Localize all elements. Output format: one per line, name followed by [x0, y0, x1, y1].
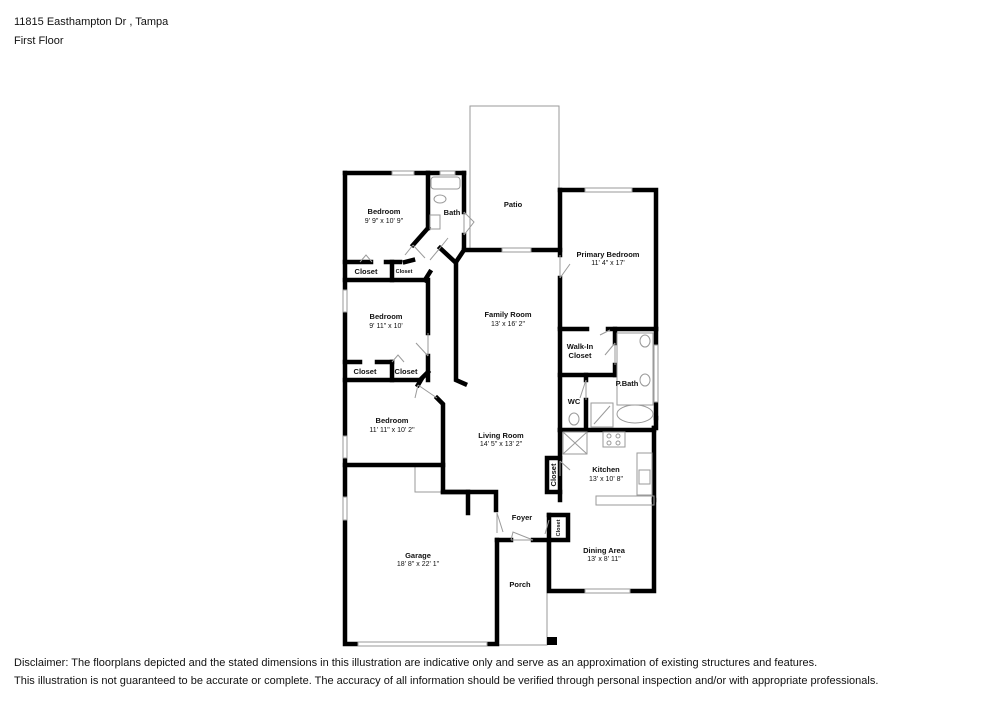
closet-c-name: Closet: [354, 367, 377, 376]
bedroom1-name: Bedroom: [368, 207, 401, 216]
porch-name: Porch: [509, 580, 531, 589]
bedroom3-name: Bedroom: [376, 416, 409, 425]
primary-bedroom-dims: 11' 4" x 17': [591, 260, 624, 267]
garage-step: [414, 465, 443, 493]
patio-outline: [469, 105, 560, 251]
walk-in-closet-line1: Walk-In: [567, 342, 594, 351]
kitchen-name: Kitchen: [592, 465, 620, 474]
primary-bedroom-name: Primary Bedroom: [577, 250, 640, 259]
disclaimer-line-2: This illustration is not guaranteed to b…: [14, 675, 879, 687]
bath-name: Bath: [444, 208, 461, 217]
sink-icon: [429, 214, 441, 230]
property-address: 11815 Easthampton Dr , Tampa: [14, 16, 169, 28]
garage-name: Garage: [405, 551, 431, 560]
closet-d-name: Closet: [395, 367, 418, 376]
porch-outline: [497, 540, 548, 646]
foyer-name: Foyer: [512, 513, 533, 522]
walk-in-closet-line2: Closet: [569, 351, 592, 360]
exterior-walls: [342, 170, 659, 647]
family-room-name: Family Room: [484, 310, 531, 319]
living-room-dims: 14' 5" x 13' 2": [480, 441, 523, 448]
shower-icon: [590, 402, 614, 428]
bedroom3-dims: 11' 11" x 10' 2": [369, 427, 415, 434]
bedroom2-name: Bedroom: [370, 312, 403, 321]
disclaimer-line-1: Disclaimer: The floorplans depicted and …: [14, 657, 818, 669]
interior-walls: [342, 224, 659, 543]
doors: [359, 211, 616, 541]
floor-label: First Floor: [14, 35, 64, 47]
kitchen-dims: 13' x 10' 8": [589, 476, 623, 483]
stove-icon: [602, 431, 626, 448]
island-icon: [595, 495, 655, 506]
counter-icon: [636, 452, 653, 496]
closet-e-name: Closet: [549, 463, 558, 486]
family-room-dims: 13' x 16' 2": [491, 321, 525, 328]
bathtub-icon: [430, 176, 461, 190]
dining-area-dims: 13' x 8' 11": [587, 556, 621, 563]
living-room-name: Living Room: [478, 431, 524, 440]
windows: [342, 170, 659, 647]
garage-dims: 18' 8" x 22' 1": [397, 561, 440, 568]
patio-name: Patio: [504, 200, 523, 209]
toilet-icon: [433, 194, 447, 204]
wc-name: WC: [568, 397, 581, 406]
closet-a-name: Closet: [355, 267, 378, 276]
bedroom2-dims: 9' 11" x 10': [369, 323, 402, 330]
closet-b-name: Closet: [396, 269, 413, 275]
fridge-icon: [562, 431, 588, 455]
tub-icon: [616, 404, 654, 424]
room-labels: Bedroom 9' 9" x 10' 9" Bath Patio Primar…: [354, 200, 640, 589]
closet-f-name: Closet: [556, 519, 562, 536]
p-bath-name: P.Bath: [616, 379, 639, 388]
vanity-icon: [616, 332, 654, 406]
dining-area-name: Dining Area: [583, 546, 626, 555]
kitchen-sink-icon: [638, 469, 651, 485]
fixtures: [429, 176, 655, 506]
bedroom1-dims: 9' 9" x 10' 9": [365, 218, 404, 225]
wc-toilet-icon: [568, 412, 580, 426]
